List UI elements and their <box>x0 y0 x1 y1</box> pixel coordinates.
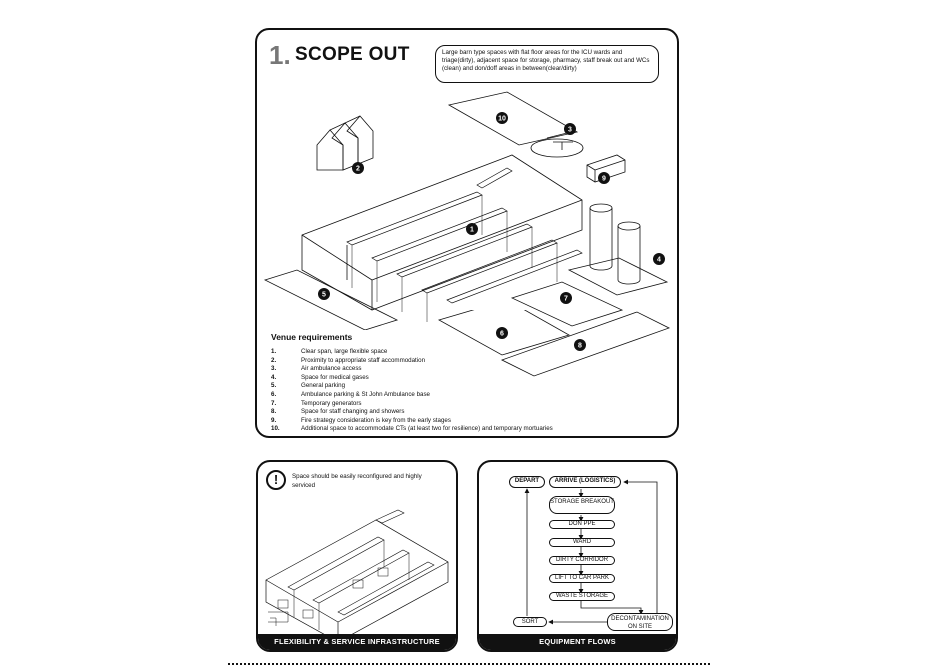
svg-text:2: 2 <box>356 166 360 173</box>
list-item: 3.Air ambulance access <box>271 365 362 373</box>
section-title: SCOPE OUT <box>295 44 410 65</box>
flow-step: LIFT TO CAR PARK <box>549 574 615 583</box>
pad-10 <box>447 91 579 146</box>
marker-6: 6 <box>496 327 508 339</box>
svg-text:1: 1 <box>470 227 474 234</box>
gas-cylinders <box>589 203 641 285</box>
marker-10: 10 <box>496 112 508 124</box>
description-box: Large barn type spaces with flat floor a… <box>435 45 659 83</box>
list-item: 4.Space for medical gases <box>271 373 369 381</box>
list-item: 2.Proximity to appropriate staff accommo… <box>271 356 426 364</box>
list-item: 8.Space for staff changing and showers <box>271 408 405 416</box>
marker-2: 2 <box>352 162 364 174</box>
svg-text:9: 9 <box>602 176 606 183</box>
flow-step: WASTE STORAGE <box>549 592 615 601</box>
exclamation-icon: ! <box>266 470 286 490</box>
marker-1: 1 <box>466 223 478 235</box>
accommodation-houses <box>316 115 374 171</box>
flex-note: Space should be easily reconfigured and … <box>292 473 422 489</box>
list-item: 10.Additional space to accommodate CTs (… <box>271 425 553 433</box>
pad-8 <box>500 311 671 377</box>
svg-text:6: 6 <box>500 331 504 338</box>
site-diagram: 10 3 2 9 1 4 5 7 <box>263 91 669 330</box>
equipment-flows-panel: DEPART ARRIVE (LOGISTICS) STORAGE BREAKO… <box>477 460 678 652</box>
flows-footer: EQUIPMENT FLOWS <box>479 634 676 650</box>
marker-9: 9 <box>598 172 610 184</box>
section-number: 1. <box>269 40 291 70</box>
scope-out-panel: 1. SCOPE OUT Large barn type spaces with… <box>255 28 679 438</box>
requirements-title: Venue requirements <box>271 332 353 342</box>
service-diagram <box>265 509 449 642</box>
pad-5 <box>263 269 399 330</box>
marker-8: 8 <box>574 339 586 351</box>
flow-step: DON PPE <box>549 520 615 529</box>
helipad <box>530 138 584 158</box>
marker-4: 4 <box>653 253 665 265</box>
list-item: 5.General parking <box>271 382 346 390</box>
svg-text:5: 5 <box>322 292 326 299</box>
svg-text:10: 10 <box>498 116 506 123</box>
svg-text:3: 3 <box>568 127 572 134</box>
requirements-list: 1.Clear span, large flexible space 2.Pro… <box>271 348 553 434</box>
list-item: 7.Temporary generators <box>271 399 362 407</box>
flow-step: WARD <box>549 538 615 547</box>
list-item: 1.Clear span, large flexible space <box>271 348 388 355</box>
pad-7 <box>510 281 624 327</box>
flow-step: STORAGE BREAKOUT <box>549 496 615 514</box>
list-item: 9.Fire strategy consideration is key fro… <box>271 416 451 424</box>
barn-building <box>301 154 583 322</box>
lower-pads: 6 8 <box>437 310 671 377</box>
flex-footer: FLEXIBILITY & SERVICE INFRASTRUCTURE <box>258 634 456 650</box>
list-item: 6.Ambulance parking & St John Ambulance … <box>271 390 430 398</box>
flexibility-panel: ! Space should be easily reconfigured an… <box>256 460 458 652</box>
marker-5: 5 <box>318 288 330 300</box>
svg-text:7: 7 <box>564 296 568 303</box>
flow-step: DIRTY CORRIDOR <box>549 556 615 565</box>
marker-3: 3 <box>564 123 576 135</box>
flow-sort: SORT <box>513 617 547 627</box>
generator-truck <box>586 154 626 183</box>
svg-text:8: 8 <box>578 343 582 350</box>
flow-decon: DECONTAMINATION ON SITE <box>607 613 673 631</box>
flow-arrive: ARRIVE (LOGISTICS) <box>549 476 621 488</box>
marker-7: 7 <box>560 292 572 304</box>
pad-6 <box>437 310 571 356</box>
flow-depart: DEPART <box>509 476 545 488</box>
dotted-divider <box>228 663 710 665</box>
svg-text:4: 4 <box>657 257 661 264</box>
